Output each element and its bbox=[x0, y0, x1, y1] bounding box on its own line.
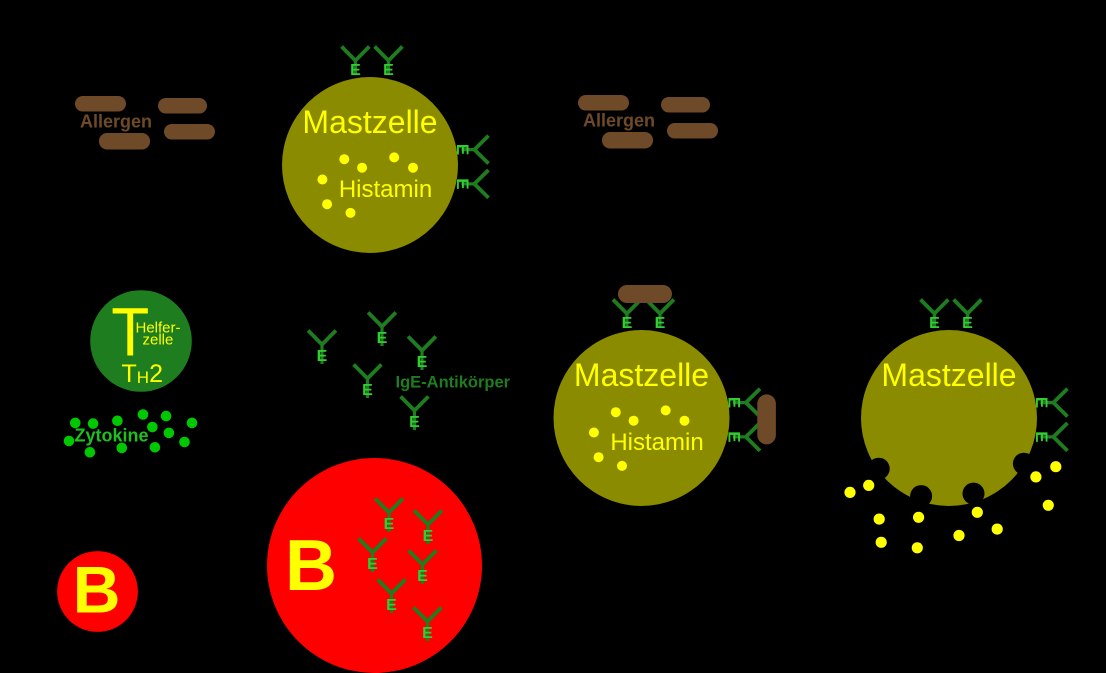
svg-text:zelle: zelle bbox=[143, 332, 174, 349]
svg-text:B: B bbox=[285, 526, 337, 606]
svg-text:TH2: TH2 bbox=[122, 360, 163, 388]
svg-text:IgE-Antikörper: IgE-Antikörper bbox=[396, 374, 511, 392]
svg-text:Zytokine: Zytokine bbox=[75, 426, 149, 446]
svg-text:B: B bbox=[73, 553, 121, 627]
svg-text:Helfer-: Helfer- bbox=[136, 319, 181, 336]
svg-text:T: T bbox=[111, 293, 149, 370]
